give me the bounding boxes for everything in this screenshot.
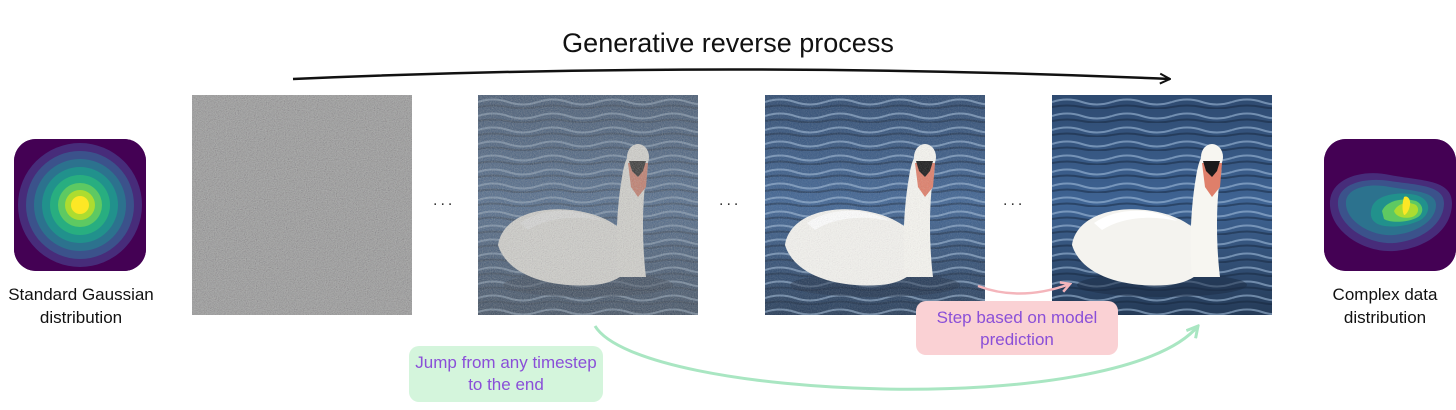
step-label: Step based on model prediction (916, 301, 1118, 355)
clean-swan-panel (1052, 95, 1272, 315)
left-caption: Standard Gaussian distribution (8, 285, 154, 327)
noise-panel (192, 95, 412, 315)
ellipsis-3: ... (1003, 192, 1026, 209)
ellipsis-2: ... (719, 192, 742, 209)
right-caption: Complex data distribution (1332, 285, 1438, 327)
noisy-swan-panel (478, 95, 698, 315)
reverse-process-arrow (292, 68, 1170, 80)
complex-distribution-icon (1324, 139, 1456, 271)
diagram-title: Generative reverse process (562, 28, 894, 58)
gaussian-distribution-icon (14, 139, 146, 271)
slightly-noisy-swan-panel (765, 95, 985, 315)
jump-label: Jump from any timestep to the end (409, 346, 603, 402)
ellipsis-1: ... (433, 192, 456, 209)
